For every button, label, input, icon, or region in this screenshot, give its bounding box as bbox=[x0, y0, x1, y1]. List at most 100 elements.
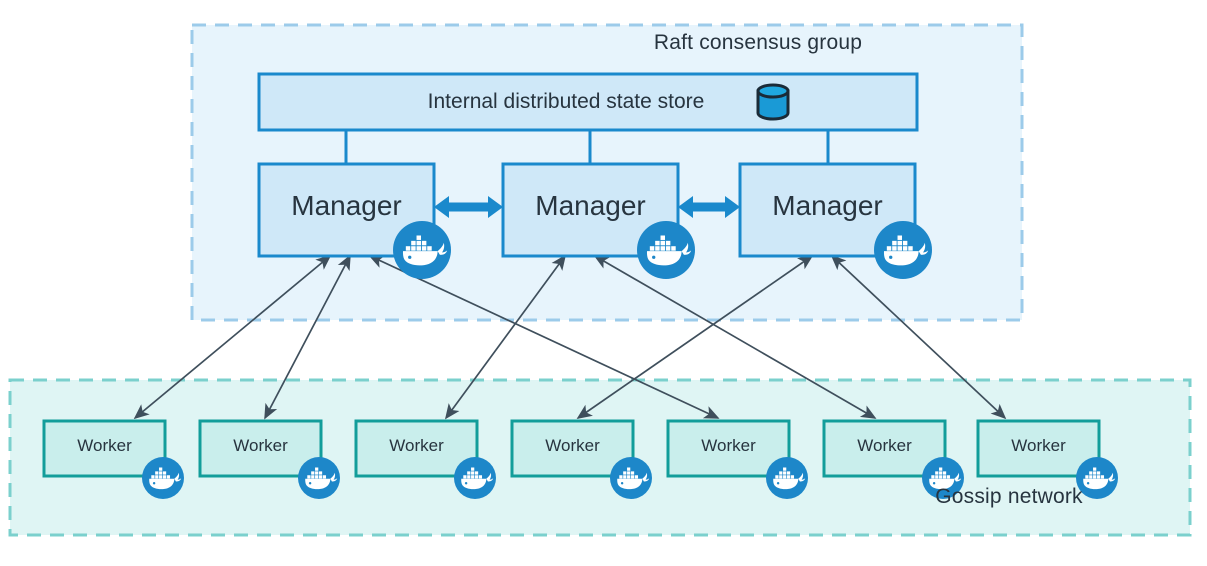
container-block-1-1 bbox=[779, 471, 783, 475]
worker-docker-icon-1 bbox=[298, 457, 340, 499]
whale-hull bbox=[402, 251, 438, 266]
docker-whale-shape bbox=[773, 467, 806, 490]
manager-peer-links bbox=[434, 196, 740, 218]
worker-label-2: Worker bbox=[389, 435, 444, 455]
whale-tail bbox=[681, 242, 692, 255]
worker-label-1: Worker bbox=[233, 435, 288, 455]
container-block-4-0 bbox=[634, 475, 639, 479]
whale-hull bbox=[305, 478, 331, 490]
container-block-2-1 bbox=[1093, 471, 1097, 475]
worker-box-1[interactable] bbox=[198, 419, 323, 478]
container-block-0-0 bbox=[619, 475, 623, 479]
container-block-1-0 bbox=[623, 475, 627, 479]
node-rectangles bbox=[42, 72, 1101, 478]
whale-eye bbox=[932, 482, 936, 485]
worker-box-0[interactable] bbox=[42, 419, 167, 478]
container-block-3-1 bbox=[318, 471, 323, 475]
docker-whale-shape bbox=[883, 235, 929, 266]
container-block-2-0 bbox=[416, 246, 421, 251]
container-block-4-0 bbox=[1100, 475, 1105, 479]
worker-label-5: Worker bbox=[857, 435, 912, 455]
docker-whale-shape bbox=[305, 467, 338, 490]
container-block-3-1 bbox=[902, 240, 908, 246]
docker-whale-shape bbox=[646, 235, 692, 266]
whale-tail bbox=[330, 472, 338, 482]
container-block-1-0 bbox=[892, 246, 897, 251]
container-block-2-0 bbox=[1093, 475, 1097, 479]
whale-hull bbox=[883, 251, 919, 266]
container-block-1-0 bbox=[411, 246, 416, 251]
container-block-2-0 bbox=[627, 475, 631, 479]
container-block-3-1 bbox=[162, 471, 167, 475]
container-block-2-2 bbox=[471, 467, 475, 471]
container-block-2-2 bbox=[416, 235, 421, 240]
whale-tail bbox=[642, 472, 650, 482]
manager-box-1[interactable] bbox=[501, 162, 680, 258]
container-block-1-1 bbox=[467, 471, 471, 475]
worker-box-4[interactable] bbox=[666, 419, 791, 478]
container-block-2-0 bbox=[159, 475, 163, 479]
worker-manager-link-3 bbox=[444, 254, 567, 420]
worker-box-6[interactable] bbox=[976, 419, 1101, 478]
container-block-2-0 bbox=[939, 475, 943, 479]
worker-docker-icon-6 bbox=[1076, 457, 1118, 499]
container-block-1-1 bbox=[892, 240, 897, 246]
whale-tail bbox=[954, 472, 962, 482]
worker-manager-links bbox=[133, 254, 1007, 420]
container-block-3-0 bbox=[942, 475, 947, 479]
container-block-1-1 bbox=[623, 471, 627, 475]
worker-manager-link-6 bbox=[830, 254, 1007, 420]
container-block-2-0 bbox=[897, 246, 902, 251]
container-block-0-0 bbox=[307, 475, 311, 479]
worker-docker-icon-2 bbox=[454, 457, 496, 499]
docker-whale-shape bbox=[617, 467, 650, 490]
container-block-2-0 bbox=[660, 246, 665, 251]
whale-tail bbox=[486, 472, 494, 482]
container-block-1-0 bbox=[311, 475, 315, 479]
worker-box-5[interactable] bbox=[822, 419, 947, 478]
container-block-2-2 bbox=[660, 235, 665, 240]
docker-whale-shape bbox=[402, 235, 448, 266]
manager-docker-icon-2 bbox=[874, 221, 932, 279]
whale-hull bbox=[773, 478, 799, 490]
container-block-2-1 bbox=[783, 471, 787, 475]
container-block-2-2 bbox=[315, 467, 319, 471]
store-connector-lines bbox=[344, 130, 830, 164]
container-block-2-2 bbox=[1093, 467, 1097, 471]
container-block-3-1 bbox=[421, 240, 427, 246]
container-block-1-0 bbox=[655, 246, 660, 251]
container-block-2-1 bbox=[471, 471, 475, 475]
container-block-1-1 bbox=[935, 471, 939, 475]
worker-docker-icon-3 bbox=[610, 457, 652, 499]
container-block-2-1 bbox=[416, 240, 421, 246]
whale-eye bbox=[408, 255, 412, 259]
container-block-1-0 bbox=[935, 475, 939, 479]
cylinder-body bbox=[756, 89, 790, 121]
whale-eye bbox=[652, 255, 656, 259]
whale-hull bbox=[929, 478, 955, 490]
container-block-3-0 bbox=[665, 246, 671, 251]
container-block-2-1 bbox=[897, 240, 902, 246]
container-block-3-1 bbox=[942, 471, 947, 475]
container-block-3-1 bbox=[665, 240, 671, 246]
manager-docker-icon-0 bbox=[393, 221, 451, 279]
container-block-3-0 bbox=[1096, 475, 1101, 479]
container-block-3-1 bbox=[630, 471, 635, 475]
worker-box-2[interactable] bbox=[354, 419, 479, 478]
container-block-2-2 bbox=[897, 235, 902, 240]
whale-eye bbox=[308, 482, 312, 485]
container-block-2-1 bbox=[159, 471, 163, 475]
group-label-gossip: Gossip network bbox=[935, 485, 1083, 508]
state-store-box[interactable] bbox=[257, 72, 919, 132]
worker-manager-link-5 bbox=[576, 255, 814, 419]
worker-label-3: Worker bbox=[545, 435, 600, 455]
container-block-0-0 bbox=[886, 246, 892, 251]
worker-box-3[interactable] bbox=[510, 419, 635, 478]
container-block-4-0 bbox=[427, 246, 432, 251]
whale-eye bbox=[776, 482, 780, 485]
container-block-2-0 bbox=[471, 475, 475, 479]
worker-docker-icon-5 bbox=[922, 457, 964, 499]
container-block-1-1 bbox=[1089, 471, 1093, 475]
manager-label-0: Manager bbox=[291, 190, 402, 221]
whale-hull bbox=[617, 478, 643, 490]
